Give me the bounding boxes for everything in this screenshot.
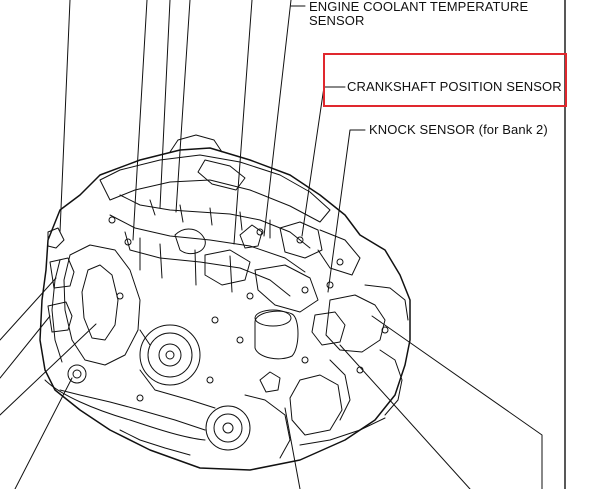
engine-line-drawing-icon <box>39 134 411 471</box>
crankshaft-highlight-box <box>323 53 567 107</box>
ect-label-line2: SENSOR <box>309 13 365 28</box>
crankshaft-position-sensor-label: CRANKSHAFT POSITION SENSOR <box>347 79 562 94</box>
crankshaft-pulley <box>139 324 201 386</box>
engine-outline <box>39 147 411 471</box>
knock-leader <box>327 129 366 293</box>
knock-sensor-bank2-label: KNOCK SENSOR (for Bank 2) <box>369 122 548 137</box>
idler-pulley <box>205 405 251 451</box>
engine-coolant-temperature-sensor-label: ENGINE COOLANT TEMPERATURE SENSOR <box>309 0 528 28</box>
leader-lines <box>0 0 543 489</box>
oil-filter <box>254 310 299 360</box>
ect-label-line1: ENGINE COOLANT TEMPERATURE <box>309 0 529 14</box>
